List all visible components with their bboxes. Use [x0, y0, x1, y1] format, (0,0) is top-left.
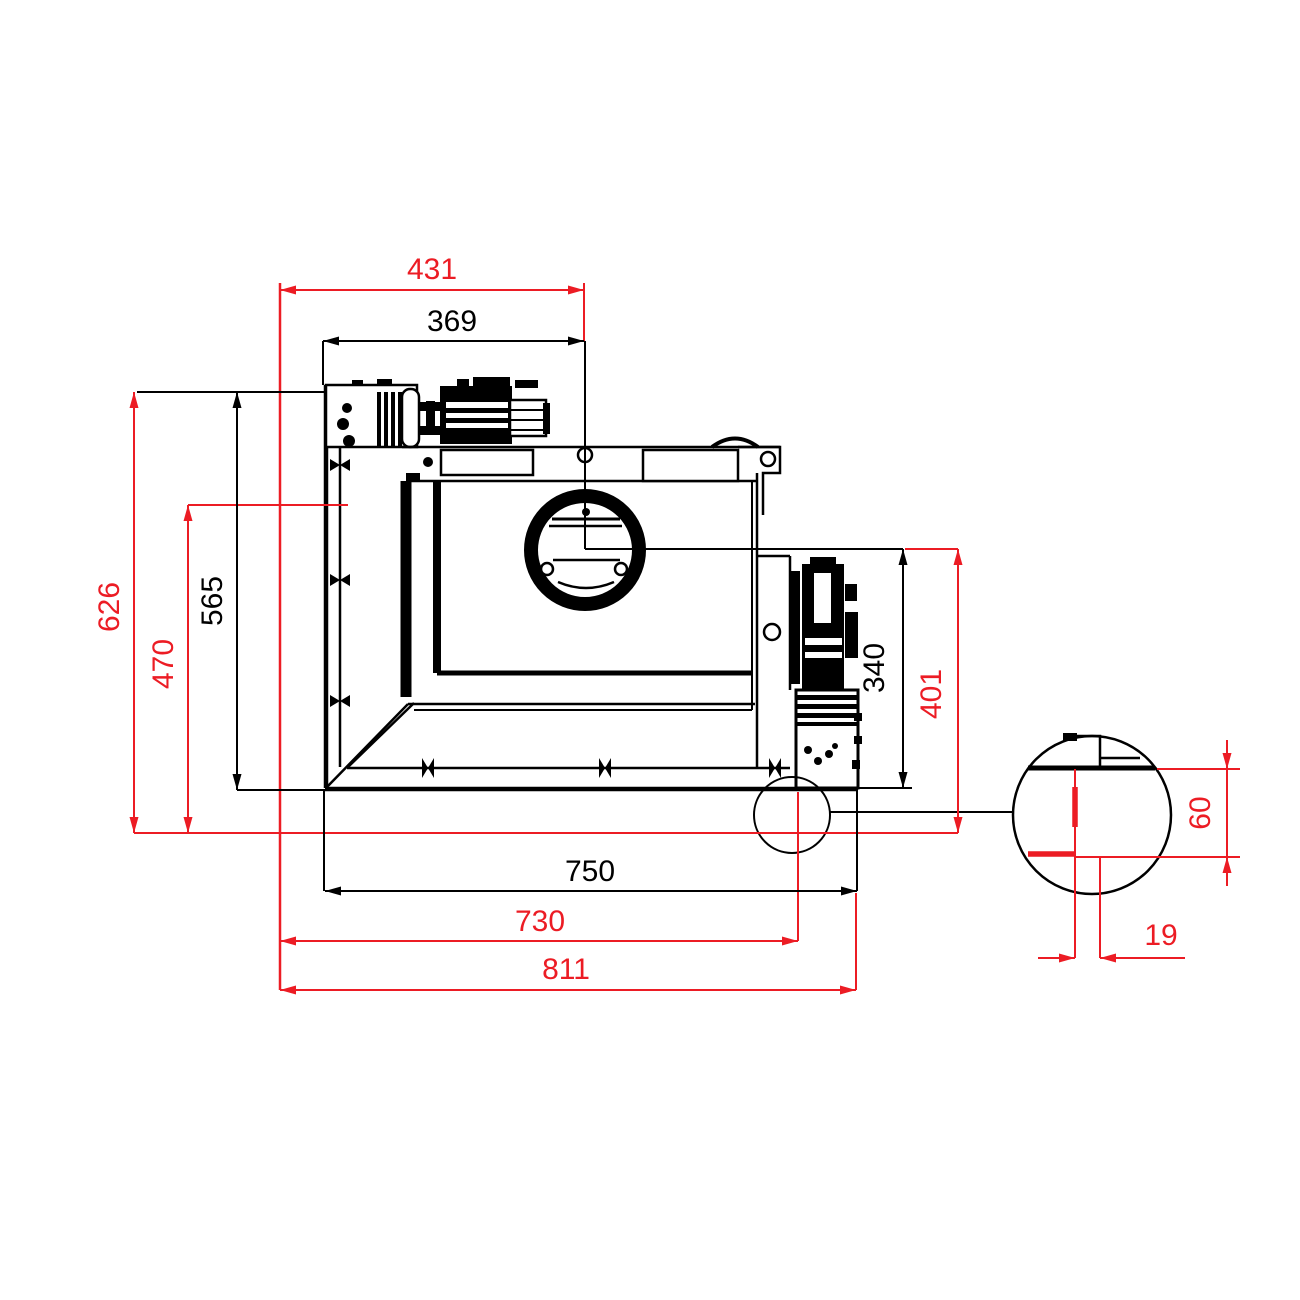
clip-mark [330, 459, 350, 471]
vent-slot-left [439, 448, 535, 477]
clip-mark [422, 758, 434, 778]
dimension-811: 811 [280, 953, 856, 995]
clip-mark [330, 695, 350, 707]
appliance-outline [323, 377, 862, 792]
dimension-565: 565 [196, 392, 242, 790]
clip-mark [599, 758, 611, 778]
dim-470-label: 470 [147, 639, 180, 689]
cable-arc [710, 436, 760, 449]
mount-hole [762, 622, 782, 642]
mount-hole [759, 450, 777, 468]
dim-565-label: 565 [196, 576, 229, 626]
dimension-730: 730 [280, 905, 798, 946]
dimension-60: 60 [1100, 740, 1240, 886]
dim-340-label: 340 [858, 643, 891, 693]
detail-view-circle [1011, 734, 1173, 896]
dimension-626: 626 [93, 392, 139, 833]
top-motor-assembly [418, 377, 550, 444]
dim-811-label: 811 [542, 953, 590, 986]
dim-626-label: 626 [93, 582, 126, 632]
vent-slot-right [641, 448, 740, 483]
dimension-470: 470 [147, 505, 193, 833]
dim-60-label: 60 [1184, 796, 1217, 829]
top-mounting-band [402, 436, 782, 515]
dimension-19: 19 [1038, 919, 1185, 963]
dimension-401: 401 [915, 549, 963, 833]
detail-source-circle [753, 776, 831, 854]
dimension-369: 369 [323, 305, 584, 346]
dim-730-label: 730 [515, 905, 565, 938]
clip-mark [769, 758, 781, 778]
chamber [325, 473, 790, 789]
fan-screw-hole [539, 561, 555, 577]
dimension-431: 431 [280, 253, 584, 295]
detail-reference [753, 733, 1173, 958]
dim-401-label: 401 [915, 669, 948, 719]
dim-369-label: 369 [427, 305, 477, 338]
dimension-340: 340 [858, 549, 908, 788]
junction-box [324, 379, 421, 449]
control-box [794, 688, 862, 790]
dimension-750: 750 [325, 855, 857, 896]
dim-750-label: 750 [565, 855, 615, 888]
fan-screw-hole [613, 561, 629, 577]
extension-lines [134, 283, 958, 990]
dim-431-label: 431 [407, 253, 457, 286]
right-motor-assembly [757, 554, 858, 700]
clip-mark [330, 574, 350, 586]
dim-19-label: 19 [1144, 919, 1177, 952]
